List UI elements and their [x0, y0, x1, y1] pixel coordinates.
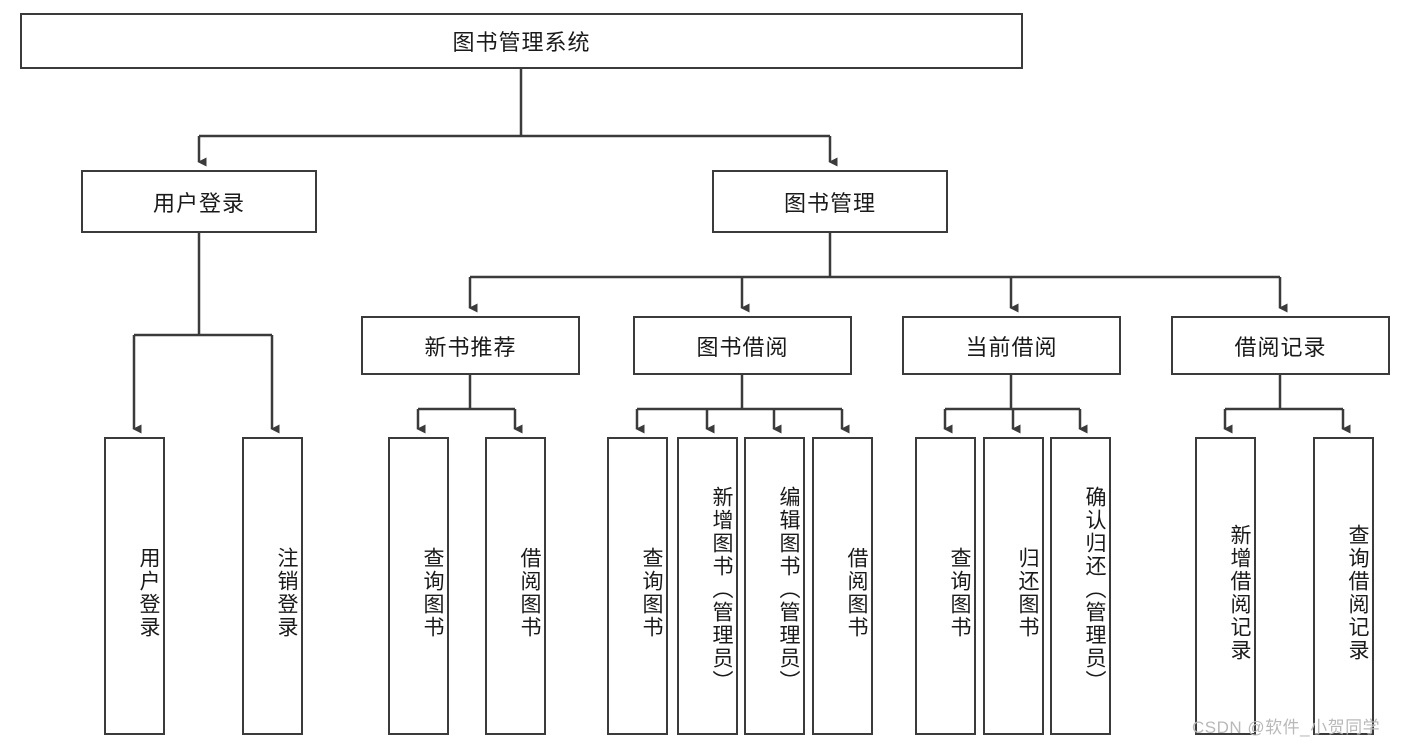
node-book-manage[interactable]: 图书管理 — [712, 170, 948, 233]
node-leaf-add-borrow-record-label: 新增借阅记录 — [1228, 524, 1251, 662]
node-borrow-record[interactable]: 借阅记录 — [1171, 316, 1390, 375]
node-leaf-confirm-return-admin[interactable]: 确认归还（管理员） — [1050, 437, 1111, 735]
node-leaf-query-book-borrow-label: 查询图书 — [640, 547, 663, 639]
node-leaf-query-book-current-label: 查询图书 — [948, 547, 971, 639]
node-new-book-recommend-label: 新书推荐 — [424, 334, 517, 360]
node-leaf-query-book-recommend[interactable]: 查询图书 — [388, 437, 449, 735]
node-leaf-add-book-admin-label: 新增图书（管理员） — [710, 485, 733, 693]
node-root[interactable]: 图书管理系统 — [20, 13, 1023, 69]
node-leaf-add-book-admin[interactable]: 新增图书（管理员） — [677, 437, 738, 735]
node-leaf-query-book-borrow[interactable]: 查询图书 — [607, 437, 668, 735]
node-new-book-recommend[interactable]: 新书推荐 — [361, 316, 580, 375]
node-book-borrow[interactable]: 图书借阅 — [633, 316, 852, 375]
node-leaf-add-borrow-record[interactable]: 新增借阅记录 — [1195, 437, 1256, 735]
node-leaf-edit-book-admin-label: 编辑图书（管理员） — [777, 485, 800, 693]
node-leaf-user-login-label: 用户登录 — [137, 547, 160, 639]
csdn-watermark: CSDN @软件_小贺同学 — [1192, 718, 1381, 737]
node-leaf-query-borrow-record-label: 查询借阅记录 — [1346, 524, 1369, 662]
node-leaf-logout-login-label: 注销登录 — [275, 547, 298, 639]
node-leaf-borrow-book-label: 借阅图书 — [845, 547, 868, 639]
node-root-label: 图书管理系统 — [452, 30, 591, 55]
node-leaf-query-borrow-record[interactable]: 查询借阅记录 — [1313, 437, 1374, 735]
node-leaf-borrow-book-recommend[interactable]: 借阅图书 — [485, 437, 546, 735]
node-user-login-label: 用户登录 — [152, 190, 245, 216]
node-leaf-query-book-current[interactable]: 查询图书 — [915, 437, 976, 735]
node-leaf-confirm-return-admin-label: 确认归还（管理员） — [1083, 485, 1106, 693]
node-leaf-user-login[interactable]: 用户登录 — [104, 437, 165, 735]
node-leaf-borrow-book[interactable]: 借阅图书 — [812, 437, 873, 735]
node-leaf-return-book[interactable]: 归还图书 — [983, 437, 1044, 735]
node-leaf-query-book-recommend-label: 查询图书 — [421, 547, 444, 639]
node-book-borrow-label: 图书借阅 — [696, 334, 789, 360]
node-leaf-logout-login[interactable]: 注销登录 — [242, 437, 303, 735]
node-current-borrow-label: 当前借阅 — [965, 334, 1058, 360]
node-book-manage-label: 图书管理 — [783, 190, 876, 216]
node-current-borrow[interactable]: 当前借阅 — [902, 316, 1121, 375]
node-user-login[interactable]: 用户登录 — [81, 170, 317, 233]
node-leaf-borrow-book-recommend-label: 借阅图书 — [518, 547, 541, 639]
node-leaf-edit-book-admin[interactable]: 编辑图书（管理员） — [744, 437, 805, 735]
node-borrow-record-label: 借阅记录 — [1234, 334, 1327, 360]
node-leaf-return-book-label: 归还图书 — [1016, 547, 1039, 639]
